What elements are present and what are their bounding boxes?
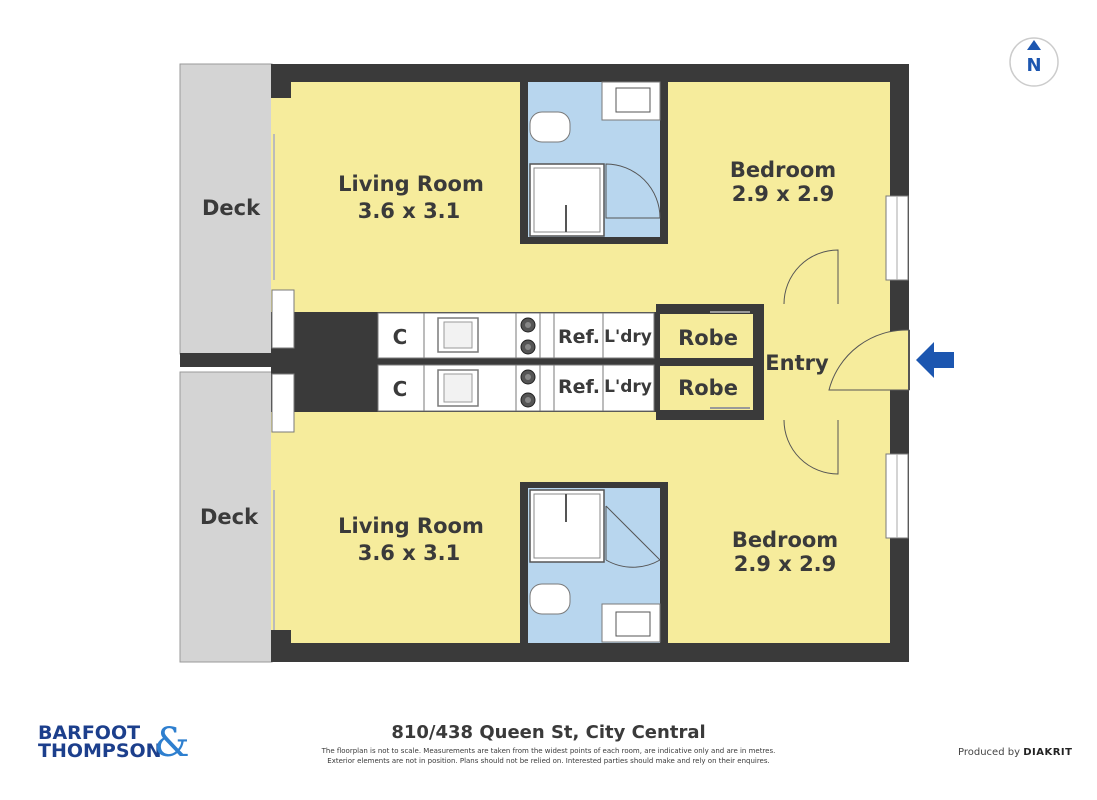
produced-by-label: Produced by xyxy=(958,747,1020,758)
bedroom-bottom-door-swing xyxy=(783,419,839,475)
robe-bottom-label: Robe xyxy=(678,376,738,400)
compass-north-arrow-icon xyxy=(1027,40,1041,50)
bathroom-bottom-door-swing xyxy=(605,505,661,568)
robe-divider xyxy=(656,358,753,364)
corridor-top xyxy=(291,244,753,312)
entry-label: Entry xyxy=(765,351,829,375)
deck-bottom xyxy=(179,371,273,663)
front-door-swing xyxy=(828,329,910,391)
living-left-top xyxy=(271,98,293,312)
window-living-bottom xyxy=(271,373,295,433)
brand-ampersand: & xyxy=(154,720,190,766)
entry-arrow-icon xyxy=(916,342,954,378)
bedroom-bottom-floor xyxy=(668,420,890,643)
cupboard-bottom-label: C xyxy=(393,377,408,401)
deck-bottom-label: Deck xyxy=(200,505,259,529)
fridge-top-label: Ref. xyxy=(558,326,600,348)
brand-line2: THOMPSON xyxy=(38,740,162,762)
party-wall xyxy=(180,353,376,367)
bedroom-top-door-swing xyxy=(783,249,839,305)
deck-top xyxy=(179,63,273,355)
robe-bottom-floor xyxy=(660,366,753,410)
bedroom-top-dims: 2.9 x 2.9 xyxy=(732,182,835,206)
compass-icon xyxy=(1009,37,1059,87)
cupboard-top-label: C xyxy=(393,325,408,349)
bathroom-top-door-swing xyxy=(605,163,661,219)
brand-logo: BARFOOT THOMPSON & xyxy=(38,720,198,768)
disclaimer-line1: The floorplan is not to scale. Measureme… xyxy=(321,747,776,755)
toilet-top xyxy=(529,111,571,143)
producer-name: DIAKRIT xyxy=(1023,747,1073,758)
living-room-bottom-name: Living Room xyxy=(338,514,484,538)
disclaimer: The floorplan is not to scale. Measureme… xyxy=(300,746,797,766)
property-address: 810/438 Queen St, City Central xyxy=(391,722,706,743)
robe-wall-right xyxy=(753,304,764,420)
fridge-bottom-label: Ref. xyxy=(558,376,600,398)
laundry-top-label: L'dry xyxy=(604,327,652,347)
deck-top-label: Deck xyxy=(202,196,261,220)
living-room-top-name: Living Room xyxy=(338,172,484,196)
producer-credit: Produced by DIAKRIT xyxy=(958,747,1072,758)
floorplan: N Deck Deck Living Room 3.6 x 3.1 Living… xyxy=(179,37,1059,663)
disclaimer-line2: Exterior elements are not in position. P… xyxy=(327,757,770,765)
kitchen-divider xyxy=(376,358,656,364)
robe-top-label: Robe xyxy=(678,326,738,350)
bedroom-bottom-name: Bedroom xyxy=(732,528,838,552)
robe-wall-bottom xyxy=(656,412,764,420)
laundry-bottom-label: L'dry xyxy=(604,377,652,397)
robe-wall-top xyxy=(656,304,764,312)
living-room-top-dims: 3.6 x 3.1 xyxy=(358,199,461,223)
bedroom-top-name: Bedroom xyxy=(730,158,836,182)
robe-top-floor xyxy=(660,314,753,358)
compass-label: N xyxy=(1026,55,1041,76)
living-room-bottom-dims: 3.6 x 3.1 xyxy=(358,541,461,565)
bedroom-bottom-dims: 2.9 x 2.9 xyxy=(734,552,837,576)
brand-line1: BARFOOT xyxy=(38,722,141,744)
toilet-bottom xyxy=(529,583,571,615)
window-living-top xyxy=(271,289,295,349)
entry-to-corridor-bottom xyxy=(753,410,890,422)
living-left-bottom xyxy=(271,412,293,630)
